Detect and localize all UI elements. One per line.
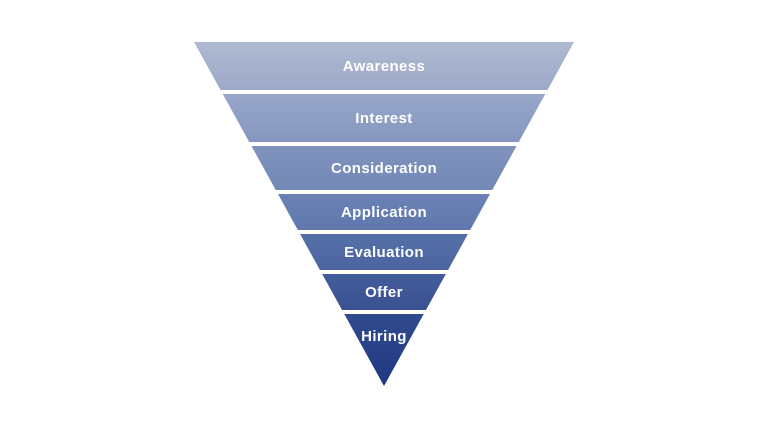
funnel-stage-label: Interest (355, 109, 413, 127)
funnel-stage-label: Consideration (330, 159, 438, 177)
funnel-stage-label: Application (340, 203, 428, 221)
funnel-stage-evaluation: Evaluation (194, 234, 574, 270)
funnel-stage-awareness: Awareness (194, 42, 574, 90)
funnel-stage-interest: Interest (194, 94, 574, 142)
funnel-stage-label: Hiring (361, 328, 407, 345)
funnel-stage-offer: Offer (194, 274, 574, 310)
funnel-stage-application: Application (194, 194, 574, 230)
funnel-stage-label: Awareness (342, 57, 426, 75)
funnel-stage-consideration: Consideration (194, 146, 574, 190)
funnel-stage-hiring: Hiring (194, 314, 574, 386)
funnel-stage-label: Evaluation (344, 243, 424, 261)
funnel-stage-label: Offer (365, 283, 403, 301)
